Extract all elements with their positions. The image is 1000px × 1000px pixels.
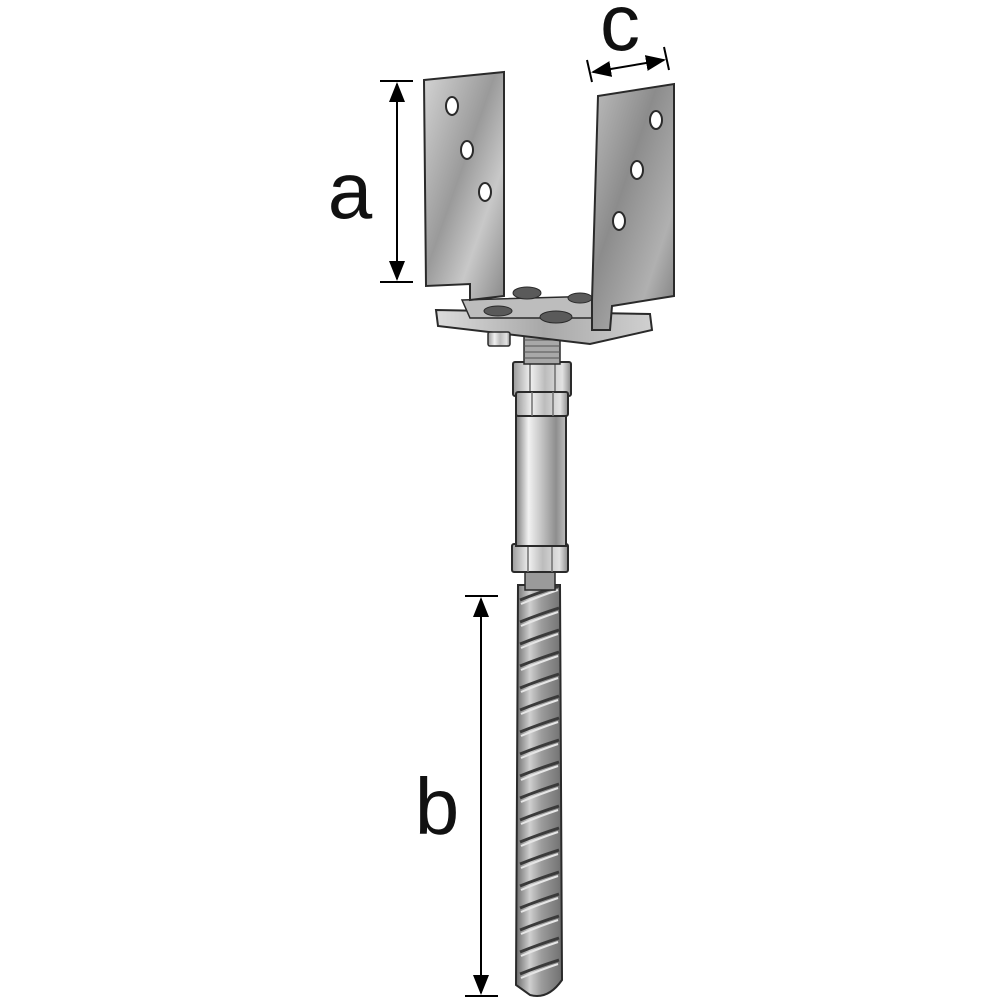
rebar-rib — [519, 628, 560, 646]
dimension-c-tick-left — [586, 59, 593, 83]
rebar-rib — [519, 892, 560, 910]
rebar-anchor — [514, 584, 564, 997]
right-flange — [591, 82, 675, 331]
rebar-rib-highlight — [520, 765, 559, 781]
rebar-rib-highlight — [520, 721, 559, 737]
rebar-rib-highlight — [520, 897, 559, 913]
rebar-rib — [519, 606, 560, 624]
rebar-rib — [519, 694, 560, 712]
rebar-rib-highlight — [520, 809, 559, 825]
rebar-rib-highlight — [520, 589, 559, 605]
rebar-rib — [519, 958, 560, 976]
rebar-rib — [519, 716, 560, 734]
rebar-rib-highlight — [520, 919, 559, 935]
screw-hole — [612, 211, 626, 231]
plate-slot — [539, 310, 573, 324]
rebar-rib — [519, 584, 560, 602]
rebar-rib — [519, 672, 560, 690]
rebar-rib — [519, 782, 560, 800]
rebar-rib-highlight — [520, 655, 559, 671]
plate-slot — [483, 305, 513, 317]
rebar-rib-highlight — [520, 787, 559, 803]
rebar-ribs — [519, 584, 560, 979]
rebar-rib — [519, 936, 560, 954]
upper-hex-nut — [512, 361, 572, 417]
dimension-c-line — [591, 55, 666, 77]
rebar-rib — [519, 804, 560, 822]
threaded-sleeve — [515, 397, 567, 547]
rebar-rib — [519, 738, 560, 756]
screw-hole — [445, 96, 459, 116]
dimension-c-tick-right — [663, 46, 670, 71]
plate-slot — [567, 292, 593, 304]
dimension-c-label: c — [600, 0, 640, 67]
rebar-rib-highlight — [520, 699, 559, 715]
screw-hole — [460, 140, 474, 160]
dimension-b-label: b — [415, 762, 460, 851]
rebar-rib-highlight — [520, 677, 559, 693]
rebar-rib-highlight — [520, 831, 559, 847]
screw-hole — [649, 110, 663, 130]
rebar-rib-highlight — [520, 875, 559, 891]
screw-hole — [630, 160, 644, 180]
rebar-rib-highlight — [520, 611, 559, 627]
rebar-rib — [519, 650, 560, 668]
rebar-rib — [519, 870, 560, 888]
dimension-a: a — [328, 80, 413, 283]
plate-slot — [512, 286, 542, 300]
rebar-rib — [519, 760, 560, 778]
rebar-rib-highlight — [520, 633, 559, 649]
dimension-c: c — [586, 0, 670, 83]
rebar-rib — [519, 914, 560, 932]
dimension-a-label: a — [328, 146, 373, 235]
rebar-rib-highlight — [520, 963, 559, 979]
rebar-rib — [519, 826, 560, 844]
rebar-rib-highlight — [520, 743, 559, 759]
lower-hex-nut — [511, 543, 569, 573]
screw-hole — [478, 182, 492, 202]
dimension-b: b — [415, 595, 498, 997]
plate-bolt — [487, 331, 511, 347]
left-flange — [422, 70, 505, 302]
rebar-rib — [519, 848, 560, 866]
rebar-rib-highlight — [520, 941, 559, 957]
rebar-rib-highlight — [520, 853, 559, 869]
